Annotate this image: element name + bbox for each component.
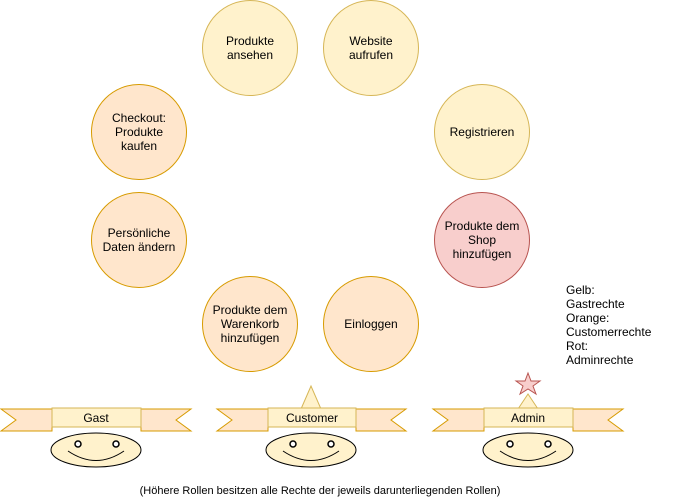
eye-right xyxy=(544,440,552,448)
legend-line: Adminrechte xyxy=(566,353,634,367)
smile xyxy=(499,450,557,461)
node-produkte-ansehen: Produkte ansehen xyxy=(202,0,298,96)
node-label: Produkte dem Warenkorb hinzufügen xyxy=(212,303,288,345)
eye-left xyxy=(74,440,82,448)
node-produkte-warenkorb: Produkte dem Warenkorb hinzufügen xyxy=(202,276,298,372)
role-gast: Gast xyxy=(0,407,193,468)
node-label: Persönliche Daten ändern xyxy=(102,226,176,254)
role-label: Admin xyxy=(511,411,545,425)
eye-left xyxy=(506,440,514,448)
legend-line: Customerrechte xyxy=(566,325,652,339)
node-einloggen: Einloggen xyxy=(323,276,419,372)
role-label: Customer xyxy=(286,411,338,425)
star-icon xyxy=(514,371,542,396)
node-label: Produkte ansehen xyxy=(225,34,275,62)
smile xyxy=(67,450,125,461)
role-admin: Admin xyxy=(431,371,625,468)
node-website-aufrufen: Website aufrufen xyxy=(323,0,419,96)
node-registrieren: Registrieren xyxy=(434,84,530,180)
eye-left xyxy=(289,440,297,448)
node-label: Registrieren xyxy=(449,125,515,139)
face-icon xyxy=(50,432,142,468)
node-label: Produkte dem Shop hinzufügen xyxy=(444,219,520,261)
node-checkout: Checkout: Produkte kaufen xyxy=(91,84,187,180)
legend-line: Orange: xyxy=(566,311,610,325)
crown-spike-icon xyxy=(517,393,539,410)
smile xyxy=(282,450,340,461)
node-persoenliche-daten: Persönliche Daten ändern xyxy=(91,192,187,288)
face-icon xyxy=(482,432,574,468)
node-produkte-shop: Produkte dem Shop hinzufügen xyxy=(434,192,530,288)
banner-center xyxy=(51,407,142,428)
eye-right xyxy=(112,440,120,448)
legend: Gelb: Gastrechte Orange: Customerrechte … xyxy=(566,283,651,367)
node-label: Checkout: Produkte kaufen xyxy=(111,111,167,153)
role-label: Gast xyxy=(83,411,109,425)
banner-center xyxy=(483,407,574,428)
footnote: (Höhere Rollen besitzen alle Rechte der … xyxy=(139,485,501,497)
node-label: Website aufrufen xyxy=(348,34,394,62)
legend-line: Gelb: xyxy=(566,283,595,297)
node-label: Einloggen xyxy=(344,317,398,331)
banner-center xyxy=(267,407,357,428)
eye-right xyxy=(327,440,335,448)
crown-spike-icon xyxy=(300,384,322,410)
role-customer: Customer xyxy=(215,384,408,468)
face-icon xyxy=(265,432,357,468)
legend-line: Gastrechte xyxy=(566,297,625,311)
legend-line: Rot: xyxy=(566,339,589,353)
